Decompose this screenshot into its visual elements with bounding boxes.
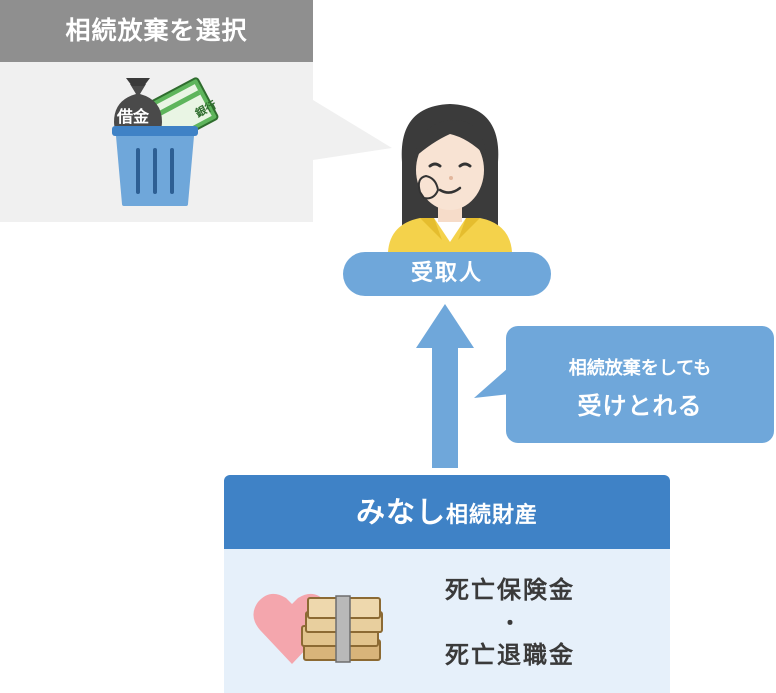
asset-item-retirement-allowance: 死亡退職金 xyxy=(445,641,575,669)
callout-line-2: 受けとれる xyxy=(577,392,703,420)
callout-line-1: 相続放棄をしても xyxy=(568,358,712,379)
asset-separator: ・ xyxy=(500,611,520,635)
callout-tail xyxy=(474,368,510,398)
deemed-assets-title-main: みなし xyxy=(355,495,446,529)
trash-can-icon: 銀行 借金 xyxy=(112,77,219,206)
deemed-assets-header: みなし相続財産 xyxy=(224,475,670,549)
deemed-assets-title-sub: 相続財産 xyxy=(446,503,539,528)
up-arrow-icon xyxy=(416,304,474,468)
renunciation-panel-header: 相続放棄を選択 xyxy=(0,0,313,62)
callout-bubble: 相続放棄をしても 受けとれる xyxy=(506,326,774,443)
debt-bag-label: 借金 xyxy=(116,107,150,126)
recipient-label: 受取人 xyxy=(343,252,551,296)
recipient-person-icon xyxy=(388,104,512,252)
heart-money-icon xyxy=(253,593,383,664)
asset-item-death-insurance: 死亡保険金 xyxy=(445,576,575,604)
